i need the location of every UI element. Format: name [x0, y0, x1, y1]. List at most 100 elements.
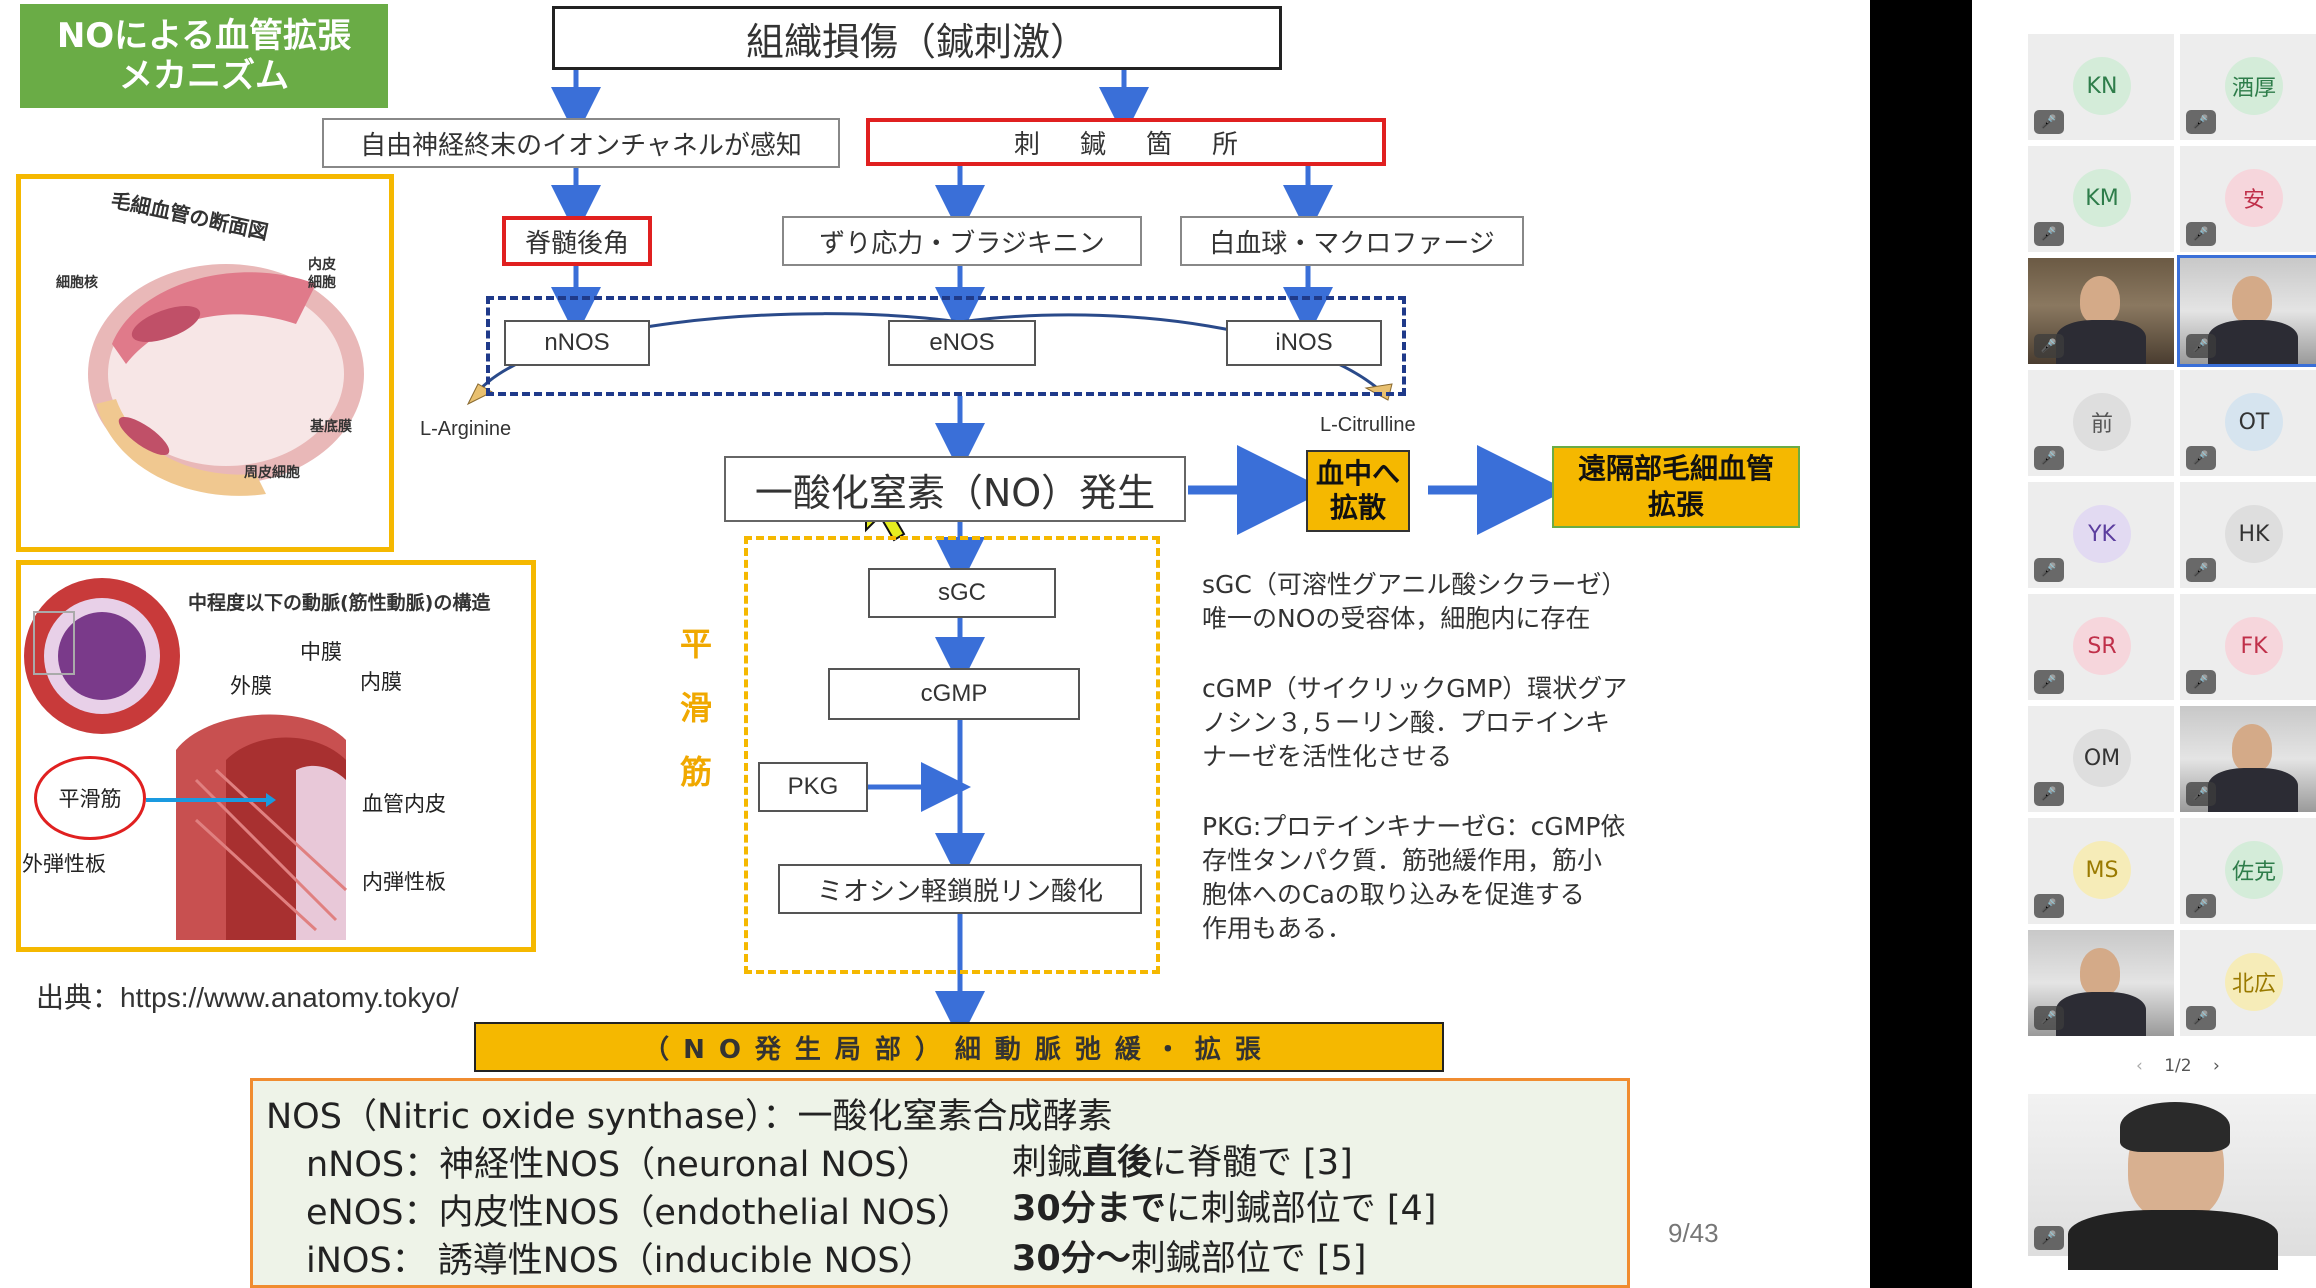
participant-avatar: OT: [2225, 393, 2283, 451]
arteriole-dilation-bar: （NO発生局部）細動脈弛緩・拡張: [474, 1022, 1444, 1072]
nerve-ending-box: 自由神経終末のイオンチャネルが感知: [322, 118, 840, 168]
participant-avatar: YK: [2073, 505, 2131, 563]
internal-elastic-label: 内弾性板: [362, 870, 446, 894]
enos-definition: eNOS：内皮性NOS（endothelial NOS）: [306, 1193, 972, 1233]
participant-avatar: 前: [2073, 393, 2131, 451]
source-citation: 出典：https://www.anatomy.tokyo/: [36, 982, 459, 1013]
inos-definition: iNOS： 誘導性NOS（inducible NOS）: [306, 1241, 935, 1281]
mic-muted-icon: 🎤: [2186, 1006, 2216, 1030]
participant-tile[interactable]: 🎤: [2180, 706, 2316, 812]
slide-title: NOによる血管拡張 メカニズム: [20, 4, 388, 108]
mic-muted-icon: 🎤: [2186, 110, 2216, 134]
pericyte-label: 周皮細胞: [244, 465, 300, 481]
mic-muted-icon: 🎤: [2034, 446, 2064, 470]
participant-tile[interactable]: HK🎤: [2180, 482, 2316, 588]
participant-tile[interactable]: MS🎤: [2028, 818, 2174, 924]
nos-definition: NOS（Nitric oxide synthase）：一酸化窒素合成酵素: [266, 1097, 1113, 1137]
capillary-illustration: [88, 264, 364, 496]
pager-next-icon[interactable]: ›: [2212, 1056, 2220, 1076]
mic-muted-icon: 🎤: [2186, 446, 2216, 470]
participant-tile[interactable]: 酒厚 🎤: [2180, 34, 2316, 140]
no-generation-box: 一酸化窒素（NO）発生: [724, 456, 1186, 522]
participant-avatar: KM: [2073, 169, 2131, 227]
basement-membrane-label: 基底膜: [310, 419, 352, 435]
smooth-muscle-group: [744, 536, 1160, 974]
participant-tile[interactable]: 佐克 🎤: [2180, 818, 2316, 924]
vascular-endothelium-label: 血管内皮: [362, 792, 446, 816]
artery-illustration: [24, 578, 348, 940]
external-elastic-label: 外弾性板: [22, 852, 106, 876]
smooth-muscle-label: 平 滑 筋: [679, 625, 712, 791]
l-citrulline-label: L-Citrulline: [1320, 414, 1416, 436]
mic-muted-icon: 🎤: [2034, 334, 2064, 358]
participant-avatar: 佐克: [2225, 841, 2283, 899]
enos-box: eNOS: [888, 320, 1036, 366]
participant-avatar: OM: [2073, 729, 2131, 787]
nos-definition-panel: [250, 1078, 1630, 1288]
participant-avatar: 安: [2225, 169, 2283, 227]
cgmp-description: cGMP（サイクリックGMP）環状グア ノシン３,５ーリン酸．プロテインキ ナー…: [1202, 674, 1628, 771]
mic-muted-icon: 🎤: [2034, 782, 2064, 806]
inos-note: 30分〜刺鍼部位で [5]: [1012, 1239, 1367, 1279]
participant-tile[interactable]: 安🎤: [2180, 146, 2316, 252]
mic-muted-icon: 🎤: [2034, 894, 2064, 918]
participant-tile[interactable]: FK 🎤: [2180, 594, 2316, 700]
participant-tile[interactable]: KM 🎤: [2028, 146, 2174, 252]
smooth-muscle-callout: 平滑筋: [34, 756, 146, 840]
black-gutter: [1870, 0, 1972, 1288]
shear-stress-box: ずり応力・ブラジキニン: [782, 216, 1142, 266]
mic-muted-icon: 🎤: [2186, 670, 2216, 694]
intima-label: 内膜: [360, 670, 402, 694]
media-label: 中膜: [300, 640, 342, 664]
enos-note: 30分までに刺鍼部位で [4]: [1012, 1189, 1437, 1229]
blood-diffusion-box: 血中へ 拡散: [1306, 450, 1410, 532]
participant-tile[interactable]: KN 🎤: [2028, 34, 2174, 140]
participant-avatar: FK: [2225, 617, 2283, 675]
mic-muted-icon: 🎤: [2034, 222, 2064, 246]
participant-tile[interactable]: YK 🎤: [2028, 482, 2174, 588]
nucleus-label: 細胞核: [56, 275, 98, 291]
mic-muted-icon: 🎤: [2034, 1006, 2064, 1030]
mic-muted-icon: 🎤: [2034, 110, 2064, 134]
l-arginine-label: L-Arginine: [420, 418, 512, 440]
participant-pager: ‹ 1/2 ›: [2136, 1056, 2220, 1076]
participant-avatar: SR: [2073, 617, 2131, 675]
participant-tile[interactable]: SR 🎤: [2028, 594, 2174, 700]
participant-tile[interactable]: 北広🎤: [2180, 930, 2316, 1036]
participant-tile[interactable]: 🎤: [2028, 930, 2174, 1036]
participant-tile[interactable]: OM 🎤: [2028, 706, 2174, 812]
participant-avatar: 酒厚: [2225, 57, 2283, 115]
sgc-description: sGC（可溶性グアニル酸シクラーゼ） 唯一のNOの受容体，細胞内に存在: [1202, 570, 1627, 633]
mic-muted-icon: 🎤: [2034, 558, 2064, 582]
sgc-box: sGC: [868, 568, 1056, 618]
cgmp-box: cGMP: [828, 668, 1080, 720]
leukocyte-box: 白血球・マクロファージ: [1180, 216, 1524, 266]
remote-capillary-box: 遠隔部毛細血管 拡張: [1552, 446, 1800, 528]
self-video[interactable]: 🎤: [2028, 1094, 2316, 1270]
pager-prev-icon[interactable]: ‹: [2136, 1056, 2143, 1076]
mic-muted-icon: 🎤: [2186, 334, 2216, 358]
nos-group: [486, 296, 1406, 396]
pkg-box: PKG: [758, 762, 868, 812]
mic-muted-icon: 🎤: [2186, 222, 2216, 246]
participant-tile[interactable]: OT 🎤: [2180, 370, 2316, 476]
nnos-definition: nNOS：神経性NOS（neuronal NOS）: [306, 1145, 932, 1185]
mic-muted-icon: 🎤: [2186, 894, 2216, 918]
tissue-damage-box: 組織損傷（鍼刺激）: [552, 6, 1282, 70]
participant-tile[interactable]: 前🎤: [2028, 370, 2174, 476]
slide-page-number: 9/43: [1668, 1218, 1719, 1248]
participant-avatar: HK: [2225, 505, 2283, 563]
nnos-box: nNOS: [504, 320, 650, 366]
myosin-box: ミオシン軽鎖脱リン酸化: [778, 864, 1142, 914]
dorsal-horn-box: 脊髄後角: [502, 216, 652, 266]
mic-muted-icon: 🎤: [2034, 670, 2064, 694]
participant-tile[interactable]: 🎤: [2177, 255, 2316, 367]
participant-avatar: KN: [2073, 57, 2131, 115]
artery-title: 中程度以下の動脈(筋性動脈)の構造: [188, 592, 491, 614]
shared-slide: NOによる血管拡張 メカニズム: [0, 0, 1870, 1288]
nnos-note: 刺鍼直後に脊髄で [3]: [1012, 1143, 1353, 1183]
pkg-description: PKG:プロテインキナーゼG：cGMP依 存性タンパク質．筋弛緩作用，筋小 胞体…: [1202, 812, 1626, 943]
participant-tile[interactable]: 🎤: [2028, 258, 2174, 364]
pager-count: 1/2: [2164, 1056, 2192, 1076]
adventitia-label: 外膜: [230, 674, 272, 698]
